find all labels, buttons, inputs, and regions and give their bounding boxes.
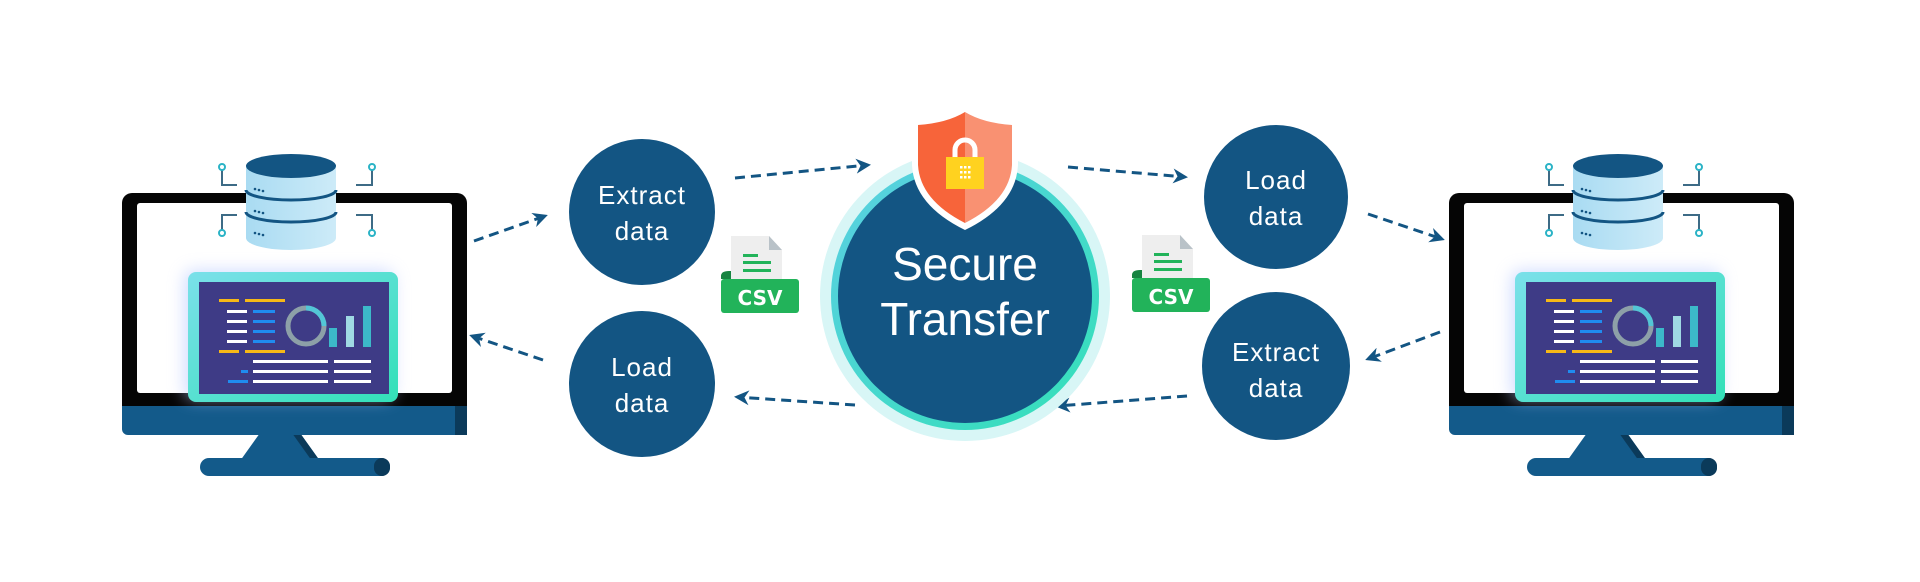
node-label-line1: Extract [1232,337,1320,367]
arrow-load-to-source [469,332,544,362]
right-extract-node: Extract data [1202,292,1350,440]
node-label-line2: data [615,388,670,418]
monitor-database-icon [122,154,467,476]
arrow-right-extract-to-center [1055,394,1188,413]
node-label-line2: data [1249,373,1304,403]
node-label-line1: Load [611,352,673,382]
left-extract-node: Extract data [569,139,715,285]
destination-computer [1449,154,1794,476]
node-label-line2: data [1249,201,1304,231]
source-computer [122,154,467,476]
flow-arrows [469,158,1445,413]
node-label-line1: Extract [598,180,686,210]
csv-file-icon: CSV [1132,235,1210,312]
arrow-right-load-to-destination [1367,212,1445,243]
node-label-line2: data [615,216,670,246]
arrow-center-to-right-load [1067,165,1188,184]
shield-lock-icon [912,106,1018,230]
csv-file-icon: CSV [721,236,799,313]
arrow-source-to-extract [473,212,548,243]
right-load-node: Load data [1204,125,1348,269]
center-label-line1: Secure [892,238,1038,290]
node-label-line1: Load [1245,165,1307,195]
csv-label: CSV [738,286,783,310]
monitor-database-icon [1449,154,1794,476]
csv-label: CSV [1149,285,1194,309]
secure-transfer-hub: Secure Transfer [820,106,1110,441]
csv-badge-right: CSV [1132,235,1210,312]
arrow-destination-to-right-extract [1365,330,1441,362]
left-load-node: Load data [569,311,715,457]
arrow-center-to-load [734,390,856,407]
arrow-extract-to-center [734,158,871,180]
center-label-line2: Transfer [880,293,1050,345]
csv-badge-left: CSV [721,236,799,313]
